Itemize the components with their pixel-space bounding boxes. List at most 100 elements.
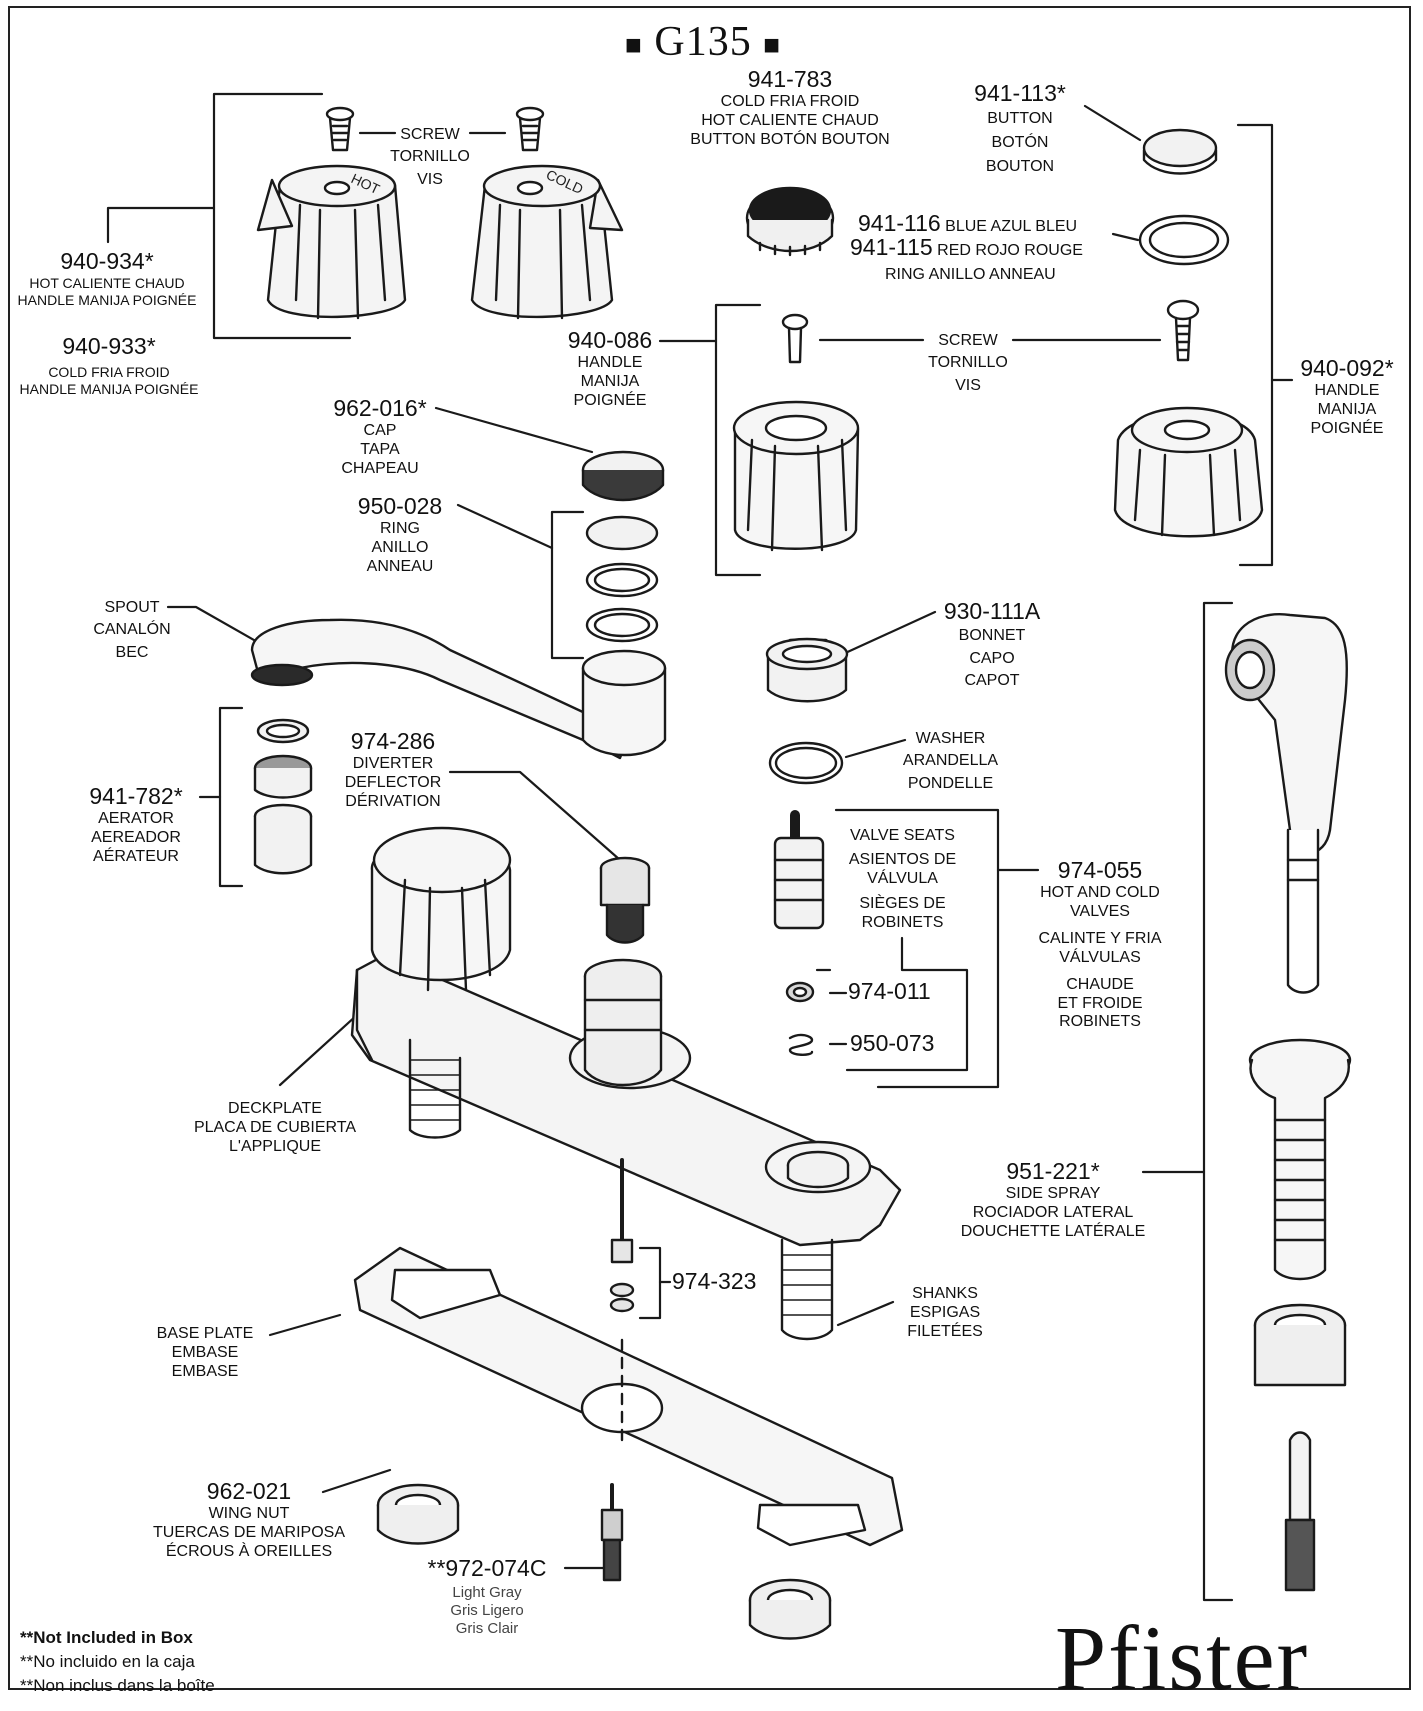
footnote-line: **No incluido en la caja: [20, 1652, 195, 1671]
part-desc: AÉRATEUR: [93, 847, 179, 865]
part-desc: BUTTON BOTÓN BOUTON: [690, 130, 890, 148]
part-desc: EMBASE: [171, 1362, 239, 1380]
valve-cartridge-974-055: [773, 810, 825, 930]
part-desc: Gris Clair: [455, 1619, 519, 1637]
callout-974-011: 974-011: [848, 978, 931, 1004]
part-number: 930-111A: [943, 598, 1041, 624]
square-bullet-right-icon: ■: [763, 29, 782, 61]
part-desc: WASHER: [915, 730, 986, 747]
part-desc: SCREW: [938, 332, 998, 349]
lever-handle-cold: COLD: [470, 164, 624, 320]
shank-right: [780, 1238, 834, 1341]
quick-connector-972-074C: [600, 1483, 624, 1582]
brand-logo: Pfister: [1055, 1607, 1310, 1709]
callout-962-021: 962-021 WING NUT TUERCAS DE MARIPOSA ÉCR…: [144, 1478, 354, 1562]
part-desc: SCREW: [400, 126, 460, 143]
part-desc: MANIJA: [580, 373, 640, 390]
base-plate: [353, 1246, 904, 1547]
part-desc: RING: [380, 520, 420, 538]
button-941-783: [745, 186, 835, 257]
part-desc: HOT CALIENTE CHAUD: [701, 112, 879, 129]
part-desc: CAPOT: [964, 671, 1020, 689]
part-desc: ANILLO: [371, 539, 429, 556]
part-desc: TUERCAS DE MARIPOSA: [152, 1524, 346, 1541]
part-desc: PONDELLE: [907, 774, 994, 792]
button-941-113: [1142, 128, 1218, 175]
handle-screw-hot: [325, 106, 355, 152]
part-desc: CALINTE Y FRIA: [1038, 929, 1162, 947]
part-number: 941-116: [858, 210, 941, 236]
callout-962-016: 962-016* CAP TAPA CHAPEAU: [320, 395, 440, 479]
footnote-line: **Not Included in Box: [20, 1628, 193, 1647]
callout-951-221: 951-221* SIDE SPRAY ROCIADOR LATERAL DOU…: [958, 1158, 1148, 1242]
part-desc: Gris Ligero: [450, 1601, 524, 1619]
part-number: 940-933*: [62, 333, 156, 359]
spout-body: [583, 958, 663, 1087]
part-desc: ÉCROUS À OREILLES: [165, 1542, 333, 1560]
part-desc: VALVES: [1070, 903, 1130, 920]
handle-screw-left: [781, 313, 809, 364]
part-desc: DOUCHETTE LATÉRALE: [960, 1222, 1146, 1240]
part-number: 950-028: [357, 493, 443, 519]
callout-spout: SPOUT CANALÓN BEC: [82, 597, 182, 664]
side-spray-head: [1224, 613, 1348, 994]
side-spray-body: [1248, 1038, 1352, 1281]
part-desc: TORNILLO: [928, 354, 1008, 372]
part-desc: CAPO: [969, 649, 1015, 667]
part-desc: ROBINETS: [861, 914, 944, 932]
knob-handle-940-086: [732, 400, 860, 552]
part-desc: VÁLVULAS: [1059, 948, 1141, 966]
part-number: **972-074C: [427, 1555, 547, 1581]
part-desc: CAP: [363, 422, 397, 440]
cap-962-016: [581, 450, 665, 502]
spout: [250, 618, 667, 760]
part-desc: AERATOR: [98, 810, 174, 828]
diagram-title: ■ G135 ■: [625, 18, 781, 68]
part-desc: PLACA DE CUBIERTA: [193, 1118, 357, 1136]
callout-base-plate: BASE PLATE EMBASE EMBASE: [140, 1325, 270, 1382]
side-spray-hose-end: [1284, 1431, 1316, 1592]
handle-screw-right: [1166, 299, 1200, 362]
callout-shanks: SHANKS ESPIGAS FILETÉES: [895, 1285, 995, 1342]
part-desc: MANIJA: [1317, 401, 1377, 418]
part-desc: SIÈGES DE: [859, 895, 946, 913]
part-desc: ROBINETS: [1059, 1013, 1141, 1031]
title-text: G135: [654, 19, 752, 65]
part-number: 941-113*: [974, 80, 1066, 106]
callout-screw-1: SCREW TORNILLO VIS: [380, 124, 480, 191]
part-number: 941-783: [747, 66, 833, 92]
callout-941-115: 941-115 RED ROJO ROUGE: [850, 234, 1083, 261]
spring-950-073: [788, 1033, 814, 1056]
part-desc: COLD FRIA FROID: [720, 93, 860, 111]
part-desc: CANALÓN: [93, 621, 171, 639]
knob-handle-940-092: [1113, 406, 1264, 538]
square-bullet-left-icon: ■: [625, 29, 643, 61]
callout-940-086: 940-086 HANDLE MANIJA POIGNÉE: [560, 327, 660, 411]
callout-950-028: 950-028 RING ANILLO ANNEAU: [344, 493, 456, 577]
part-desc: RED ROJO ROUGE: [937, 242, 1083, 259]
handle-screw-cold: [515, 106, 545, 152]
leader-lines: [106, 92, 1294, 1602]
part-desc: VIS: [955, 376, 981, 394]
part-desc: ESPIGAS: [909, 1303, 981, 1321]
part-number: 940-934*: [60, 248, 154, 274]
part-number: 941-115: [850, 234, 933, 260]
callout-941-783: 941-783 COLD FRIA FROID HOT CALIENTE CHA…: [670, 66, 910, 150]
part-desc: HANDLE: [1314, 382, 1380, 400]
ring-941-116: [1138, 214, 1230, 266]
part-desc: POIGNÉE: [1310, 419, 1384, 437]
callout-screw-2: SCREW TORNILLO VIS: [918, 330, 1018, 397]
diagram-frame: [8, 6, 1411, 1690]
hot-handle-installed: [370, 826, 512, 992]
part-desc: BUTTON: [987, 110, 1053, 128]
washer: [768, 741, 844, 785]
part-number: 941-782*: [89, 783, 183, 809]
callout-972-074C: **972-074C Light Gray Gris Ligero Gris C…: [412, 1555, 562, 1637]
part-desc: DIVERTER: [352, 755, 434, 773]
diverter-974-286: [599, 856, 651, 944]
side-spray-nut: [1253, 1303, 1347, 1387]
callout-941-782: 941-782* AERATOR AEREADOR AÉRATEUR: [72, 783, 200, 867]
part-desc: HANDLE: [577, 354, 643, 372]
part-desc: BEC: [115, 643, 149, 661]
callout-deckplate: DECKPLATE PLACA DE CUBIERTA L'APPLIQUE: [180, 1100, 370, 1157]
